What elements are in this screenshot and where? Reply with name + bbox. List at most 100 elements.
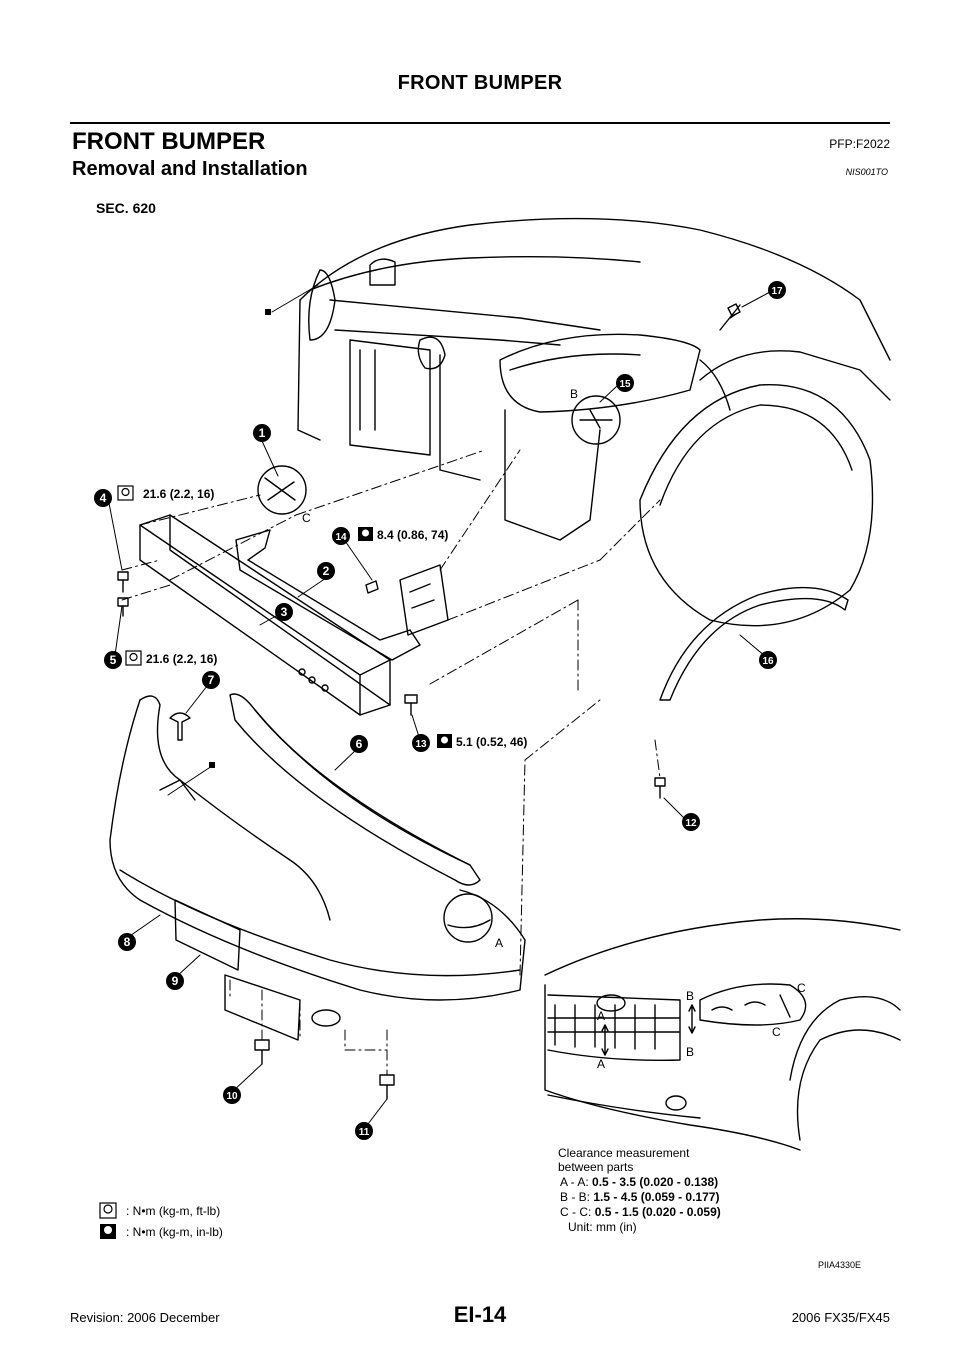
clearance-row-b-label: B - B: (560, 1190, 591, 1204)
part-callout-1: 1 (253, 424, 271, 442)
part-callout-circle (94, 489, 112, 507)
part-callout-circle (275, 603, 293, 621)
part-callout-8: 8 (118, 933, 136, 951)
clearance-row-c: C - C: 0.5 - 1.5 (0.020 - 0.059) (560, 1205, 721, 1219)
header-rule (70, 122, 890, 124)
legend-ftlb-icon (99, 1202, 117, 1219)
fender-protector-drawing (659, 586, 849, 701)
part-callout-circle (202, 671, 220, 689)
section-ref: PFP:F2022 (829, 137, 890, 151)
part-callout-3: 3 (275, 603, 293, 621)
legend-inlb-icon (100, 1224, 116, 1239)
legend-ftlb-text: : N•m (kg-m, ft-lb) (126, 1204, 221, 1218)
part-callout-13: 13 (412, 734, 430, 752)
part-callout-number: 15 (619, 379, 631, 390)
wrench-icon-14 (358, 527, 373, 541)
clearance-row-a-value: 0.5 - 3.5 (0.020 - 0.138) (592, 1175, 719, 1189)
part-callout-6: 6 (350, 735, 368, 753)
part-callout-number: 17 (771, 286, 783, 297)
part-callout-circle (332, 527, 350, 545)
clearance-row-b: B - B: 1.5 - 4.5 (0.059 - 0.177) (560, 1190, 719, 1204)
front-view-mark-b-top: B (686, 989, 694, 1003)
part-callout-4: 4 (94, 489, 112, 507)
part-callout-number: 8 (124, 935, 131, 949)
wrench-icon-4 (117, 485, 134, 501)
part-callout-circle (412, 734, 430, 752)
part-callout-number: 9 (172, 974, 179, 988)
part-callout-circle (317, 562, 335, 580)
clearance-row-c-label: C - C: (560, 1205, 592, 1219)
part-callout-number: 5 (110, 653, 117, 667)
part-callout-circle (759, 651, 777, 669)
part-callout-circle (223, 1086, 241, 1104)
part-callout-circle (118, 933, 136, 951)
part-callout-15: 15 (616, 374, 634, 392)
part-callout-7: 7 (202, 671, 220, 689)
part-callout-circle (104, 651, 122, 669)
front-view-mark-a-top: A (597, 1009, 605, 1023)
part-callout-circle (616, 374, 634, 392)
front-view-mark-c-bottom: C (772, 1025, 781, 1039)
clearance-row-b-value: 1.5 - 4.5 (0.059 - 0.177) (593, 1190, 720, 1204)
part-callout-5: 5 (104, 651, 122, 669)
legend-inlb-text: : N•m (kg-m, in-lb) (126, 1225, 223, 1239)
part-callout-number: 2 (323, 564, 330, 578)
part-callout-9: 9 (166, 972, 184, 990)
torque-14: 8.4 (0.86, 74) (377, 528, 448, 542)
part-callout-circle (682, 813, 700, 831)
wrench-icon-13 (437, 734, 452, 748)
front-view-mark-c-top: C (797, 981, 806, 995)
bumper-reinforcement-drawing (139, 514, 391, 716)
part-callout-number: 1 (259, 426, 266, 440)
part-callout-16: 16 (759, 651, 777, 669)
clearance-title-2: between parts (558, 1160, 634, 1174)
part-callout-number: 4 (100, 491, 107, 505)
footer-model: 2006 FX35/FX45 (791, 1310, 890, 1325)
footer-page-number: EI-14 (453, 1302, 507, 1327)
detail-b-circle (571, 395, 621, 445)
part-callout-14: 14 (332, 527, 350, 545)
vehicle-body-drawing (297, 217, 891, 627)
part-callout-number: 13 (415, 739, 427, 750)
subsection-ref: NIS001TO (845, 167, 888, 177)
part-callout-number: 14 (335, 532, 347, 543)
torque-4: 21.6 (2.2, 16) (143, 487, 214, 501)
part-callout-number: 3 (281, 605, 288, 619)
footer-revision: Revision: 2006 December (70, 1310, 220, 1325)
subsection-title: Removal and Installation (72, 158, 308, 180)
part-callout-circle (355, 1122, 373, 1140)
part-callout-2: 2 (317, 562, 335, 580)
part-callout-number: 12 (685, 818, 697, 829)
section-mark-c: C (302, 511, 311, 525)
part-callout-17: 17 (768, 281, 786, 299)
clearance-unit: Unit: mm (in) (568, 1220, 637, 1234)
page-header-title: FRONT BUMPER (397, 72, 563, 94)
vehicle-front-view-drawing (544, 918, 901, 1151)
section-mark-b: B (570, 387, 578, 401)
marker-square (209, 762, 215, 768)
clearance-row-a-label: A - A: (560, 1175, 589, 1189)
part-callout-circle (166, 972, 184, 990)
part-callout-number: 6 (356, 737, 363, 751)
front-view-mark-a-bottom: A (597, 1057, 605, 1071)
part-callout-number: 16 (762, 656, 774, 667)
part-callout-11: 11 (355, 1122, 373, 1140)
marker-square (265, 309, 271, 315)
detail-a-circle (443, 893, 493, 943)
part-callout-circle (350, 735, 368, 753)
clearance-row-c-value: 0.5 - 1.5 (0.020 - 0.059) (594, 1205, 721, 1219)
absorber-drawing (229, 693, 481, 886)
part-callout-circle (253, 424, 271, 442)
front-view-mark-b-bottom: B (686, 1045, 694, 1059)
part-callout-10: 10 (223, 1086, 241, 1104)
part-callout-number: 10 (226, 1091, 238, 1102)
clearance-title-1: Clearance measurement (558, 1146, 690, 1160)
part-callout-number: 11 (359, 1127, 370, 1138)
part-callout-circle (768, 281, 786, 299)
part-callout-number: 7 (208, 673, 215, 687)
section-title: FRONT BUMPER (72, 128, 266, 155)
torque-5: 21.6 (2.2, 16) (146, 652, 217, 666)
bumper-fascia-drawing (109, 695, 526, 1041)
